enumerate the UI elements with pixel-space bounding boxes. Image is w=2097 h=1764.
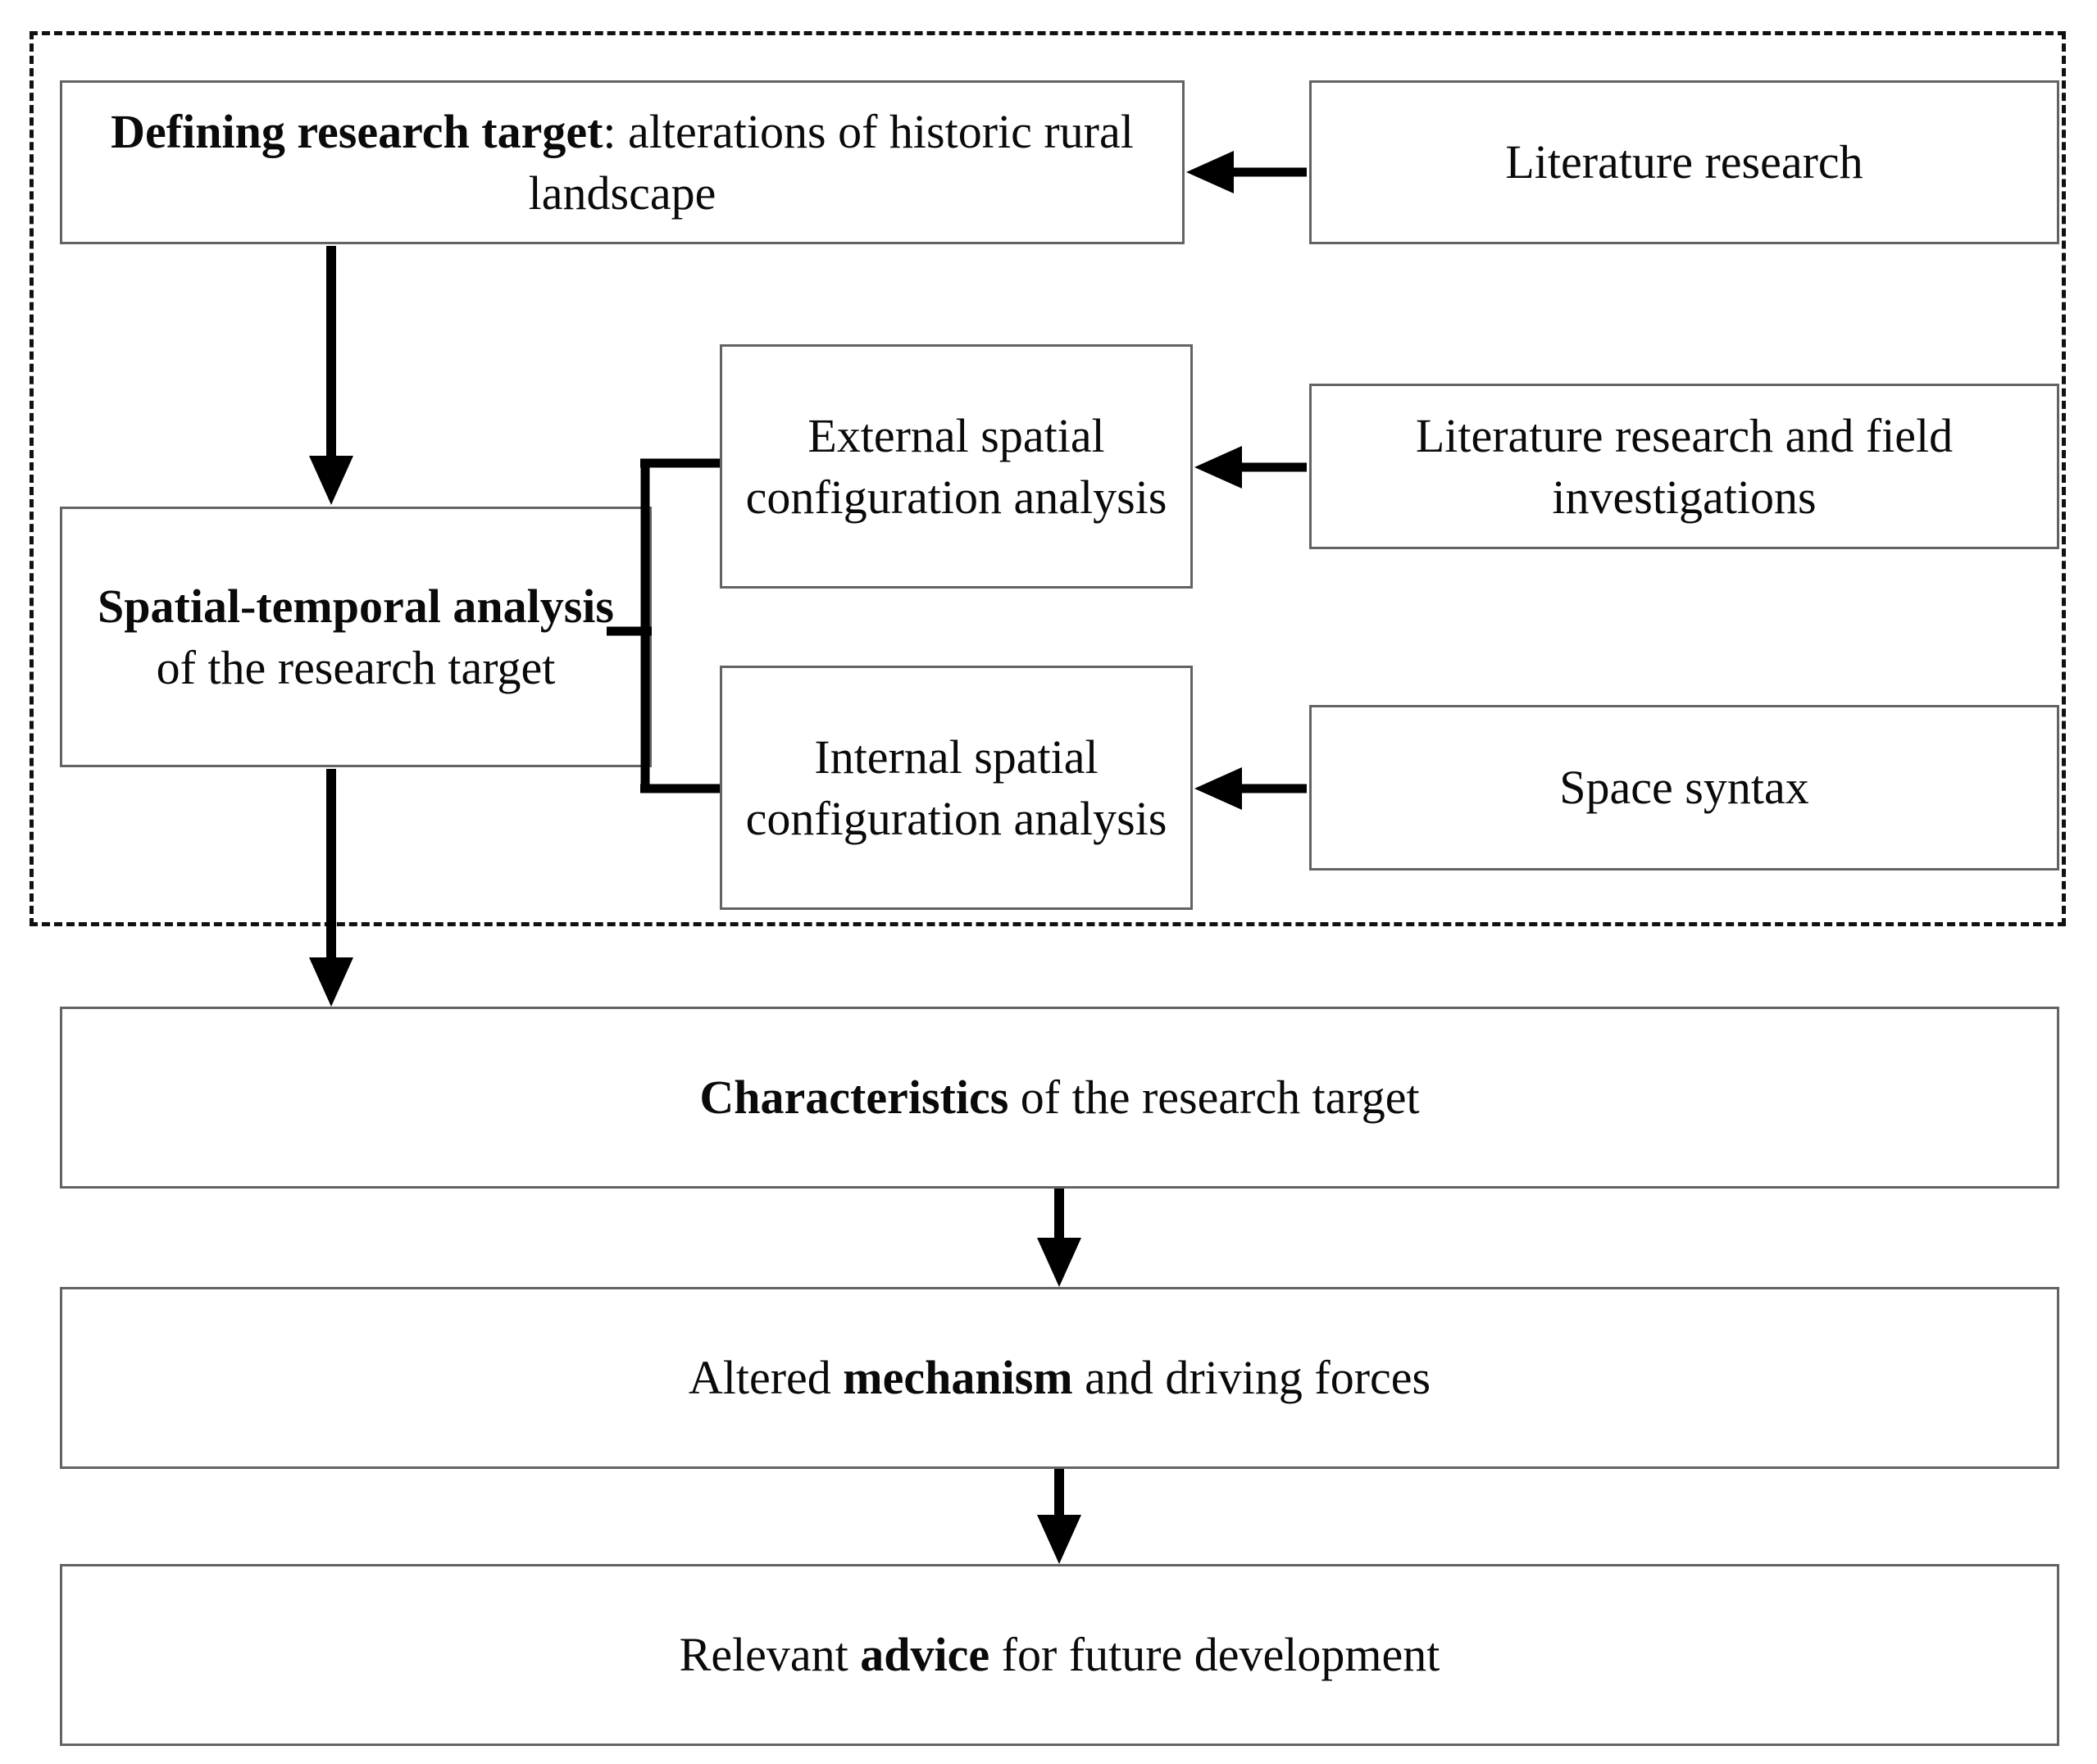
node-defining-bold-lead: Defining research target (111, 104, 603, 158)
node-advice-bold-mid: advice (860, 1628, 990, 1682)
node-literature-field-label: Literature research and field investigat… (1415, 408, 1954, 524)
node-defining-research-target[interactable]: Defining research target: alterations of… (60, 80, 1185, 244)
node-internal-spatial-label: Internal spatial configuration analysis (745, 730, 1167, 845)
edge-characteristics-to-mechanism-icon (1037, 1189, 1081, 1287)
node-relevant-advice-for-future-development[interactable]: Relevant advice for future development (60, 1564, 2059, 1746)
node-characteristics-rest: of the research target (1008, 1071, 1420, 1125)
node-literature-research-and-field-investigations[interactable]: Literature research and field investigat… (1309, 384, 2059, 549)
node-characteristics-of-research-target[interactable]: Characteristics of the research target (60, 1007, 2059, 1189)
edge-mechanism-to-advice-icon (1037, 1469, 1081, 1564)
node-mechanism-bold-mid: mechanism (843, 1351, 1073, 1405)
node-altered-mechanism-and-driving-forces[interactable]: Altered mechanism and driving forces (60, 1287, 2059, 1469)
node-space-syntax-label: Space syntax (1559, 761, 1809, 815)
node-mechanism-rest: and driving forces (1072, 1351, 1431, 1405)
node-spatial-temporal-rest: of the research target (156, 641, 556, 694)
node-space-syntax[interactable]: Space syntax (1309, 705, 2059, 871)
node-literature-research[interactable]: Literature research (1309, 80, 2059, 244)
node-defining-rest: : alterations of historic rural landscap… (528, 104, 1134, 220)
node-characteristics-bold-lead: Characteristics (699, 1071, 1009, 1125)
node-external-spatial-label: External spatial configuration analysis (745, 408, 1167, 524)
node-internal-spatial-configuration-analysis[interactable]: Internal spatial configuration analysis (720, 666, 1193, 910)
node-spatial-temporal-bold-lead: Spatial-temporal analysis (98, 579, 614, 633)
dashed-group-boundary (30, 31, 2066, 926)
node-advice-lead: Relevant (679, 1628, 861, 1682)
node-literature-research-label: Literature research (1505, 135, 1863, 189)
node-external-spatial-configuration-analysis[interactable]: External spatial configuration analysis (720, 344, 1193, 589)
node-mechanism-lead: Altered (688, 1351, 844, 1405)
node-spatial-temporal-analysis[interactable]: Spatial-temporal analysis of the researc… (60, 507, 652, 767)
node-advice-rest: for future development (989, 1628, 1440, 1682)
